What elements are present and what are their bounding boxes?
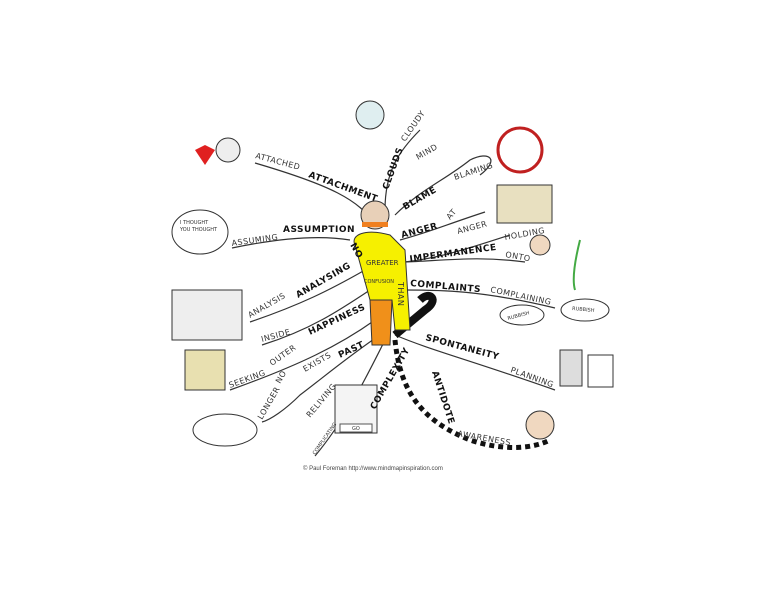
wilted-flower-icon [572,239,581,291]
label-inside: INSIDE [260,327,291,343]
man-heart-picture [184,349,226,391]
label-past: PAST [337,340,366,361]
label-complaints: COMPLAINTS [410,279,482,295]
label-rubbish-left: RUBBISH [507,310,530,322]
label-blaming: BLAMING [453,161,494,182]
copyright-footer: © Paul Foreman http://www.mindmapinspira… [303,465,443,472]
thought-bubble [171,209,229,255]
label-assumption: ASSUMPTION [283,225,355,235]
label-complaining: COMPLAINING [490,285,553,307]
label-anger-sub: ANGER [456,219,488,236]
label-go: GO [352,426,360,432]
label-spontaneity: SPONTANEITY [424,333,500,362]
label-complicating: COMPLICATING [312,422,339,456]
label-rubbish-right: RUBBISH [572,306,595,314]
label-planning: PLANNING [509,365,555,389]
label-no: NO [274,369,288,385]
label-onto: ONTO [505,250,532,263]
label-attachment: ATTACHMENT [307,170,379,204]
awareness-face [525,410,555,440]
label-anger: ANGER [400,222,439,241]
label-impermanence: IMPERMANENCE [409,243,497,265]
papers-picture [171,289,243,341]
label-attached: ATTACHED [254,151,301,172]
label-than: THAN [396,281,405,306]
labels: ATTACHED ATTACHMENT CLOUDS CLOUDY MIND B… [179,109,595,456]
cycle-arrow-icon [496,126,544,174]
label-assuming: ASSUMING [231,233,279,248]
label-longer: LONGER [256,385,282,421]
label-at: AT [445,207,459,221]
label-i-thought: I THOUGHT [180,220,209,226]
label-outer: OUTER [268,343,298,368]
label-mind: MIND [415,142,440,161]
label-analysing: ANALYSING [295,261,353,300]
label-antidote: ANTIDOTE [429,370,456,426]
label-greater: GREATER [366,259,399,267]
label-confusion: CONFUSION [364,279,394,285]
face-icon [355,100,385,130]
heart-icon [195,145,215,165]
faces-picture [496,184,553,224]
label-clouds: CLOUDS [381,146,405,191]
label-blame: BLAME [402,185,439,212]
label-analysis: ANALYSIS [247,291,288,320]
plan-sheet [587,354,614,388]
label-happiness: HAPPINESS [307,303,367,338]
question-cloud [192,413,258,447]
face-icon [529,234,551,256]
illustrations [171,100,614,447]
go-button [339,423,373,433]
plan-sheet [559,349,583,387]
central-figure [353,200,411,346]
label-you-thought: YOU THOUGHT [179,227,218,233]
face-icon [215,137,241,163]
